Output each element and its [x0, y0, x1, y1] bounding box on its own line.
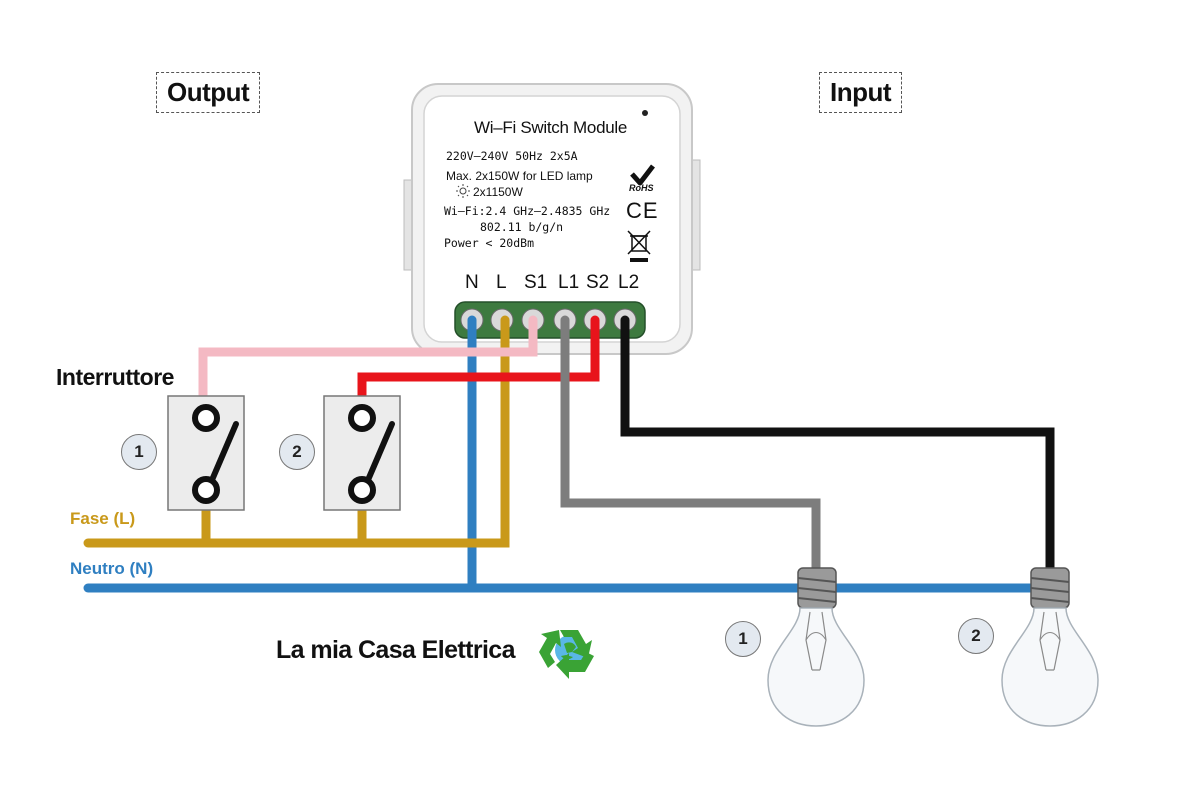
module-spec-protocol: 802.11 b/g/n — [480, 220, 564, 234]
bulb-2 — [1001, 567, 1099, 727]
input-label: Input — [819, 72, 903, 113]
phase-wire — [83, 315, 510, 548]
rohs-text: RoHS — [629, 183, 654, 193]
rohs-check-icon — [630, 164, 655, 186]
terminal-label-l: L — [496, 272, 507, 293]
terminal-label-l2: L2 — [618, 272, 640, 293]
module-spec-voltage: 220V–240V 50Hz 2x5A — [446, 149, 578, 163]
switch-1-number: 1 — [121, 434, 157, 470]
l1-wire — [560, 315, 821, 577]
bulb-1 — [767, 567, 865, 727]
terminal-label-n: N — [465, 272, 479, 293]
bulb-2-number: 2 — [958, 618, 994, 654]
terminal-label-s1: S1 — [524, 272, 548, 293]
s1-wire — [198, 315, 538, 410]
fase-label: Fase (L) — [70, 509, 136, 528]
weee-bin-icon — [627, 230, 651, 262]
recycle-logo-icon — [539, 630, 594, 679]
bulb-1-number: 1 — [725, 621, 761, 657]
module-spec-power: Power < 20dBm — [444, 236, 535, 250]
l2-wire — [620, 315, 1055, 577]
s2-wire — [357, 315, 600, 410]
ce-mark: CE — [626, 198, 659, 223]
module-spec-wifi: Wi–Fi:2.4 GHz–2.4835 GHz — [444, 204, 611, 218]
brand-name: La mia Casa Elettrica — [276, 636, 516, 664]
sun-icon — [456, 184, 470, 198]
module-spec-halogen: 2x1150W — [473, 185, 523, 199]
switch-2-number: 2 — [279, 434, 315, 470]
terminal-label-s2: S2 — [586, 272, 610, 293]
output-label: Output — [156, 72, 261, 113]
interruttore-label: Interruttore — [56, 364, 174, 390]
wifi-switch-module — [403, 83, 701, 355]
terminal-block — [454, 301, 646, 339]
terminal-label-l1: L1 — [558, 272, 580, 293]
switch-2 — [323, 395, 401, 511]
neutro-label: Neutro (N) — [70, 559, 154, 578]
module-spec-led: Max. 2x150W for LED lamp — [446, 169, 593, 183]
switch-1 — [167, 395, 245, 511]
module-title: Wi–Fi Switch Module — [474, 118, 628, 137]
